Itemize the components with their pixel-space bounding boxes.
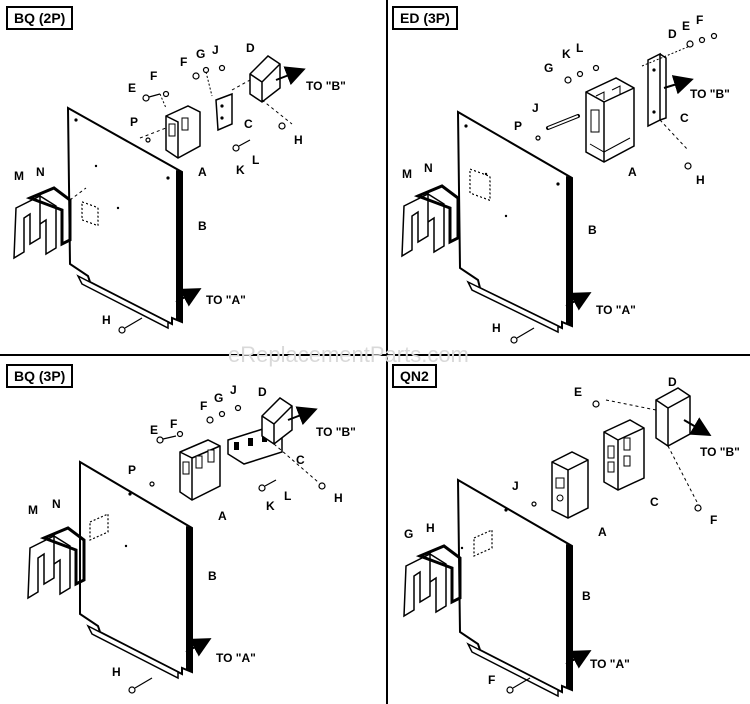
label-l: L: [576, 41, 583, 55]
breaker-a: [551, 451, 589, 519]
label-h: H: [426, 521, 435, 535]
label-f: F: [150, 69, 157, 83]
insulator-h: [415, 544, 462, 605]
label-h: H: [112, 665, 121, 679]
panel-b: [66, 106, 183, 326]
label-f: F: [696, 13, 703, 27]
label-a: A: [218, 509, 227, 523]
bracket-c: [647, 52, 661, 128]
label-e: E: [150, 423, 158, 437]
label-l: L: [284, 489, 291, 503]
to-b-label: TO "B": [316, 425, 356, 439]
to-a-label: TO "A": [216, 651, 256, 665]
label-j: J: [230, 383, 237, 397]
bracket-g: [403, 552, 431, 618]
label-k: K: [562, 47, 571, 61]
to-a-label: TO "A": [206, 293, 246, 307]
label-j: J: [532, 101, 539, 115]
quadrant-bq-2p: A B C D E F F G J K L H H M N P TO "A" T…: [13, 41, 346, 334]
label-h: H: [294, 133, 303, 147]
bracket-m: [27, 534, 55, 600]
quadrant-title-bq-3p: BQ (3P): [6, 364, 74, 388]
quadrant-title-bq-2p: BQ (2P): [6, 6, 74, 30]
to-a-label: TO "A": [596, 303, 636, 317]
panel-b: [456, 110, 573, 330]
label-f: F: [200, 399, 207, 413]
label-c: C: [680, 111, 689, 125]
label-g: G: [404, 527, 413, 541]
label-c: C: [650, 495, 659, 509]
label-p: P: [128, 463, 136, 477]
label-d: D: [258, 385, 267, 399]
label-h: H: [334, 491, 343, 505]
label-k: K: [236, 163, 245, 177]
label-k: K: [266, 499, 275, 513]
breaker-a: [179, 439, 221, 501]
label-m: M: [402, 167, 412, 181]
breaker-a: [165, 105, 201, 159]
label-f: F: [170, 417, 177, 431]
label-m: M: [28, 503, 38, 517]
quadrant-qn2: A B C D E F F J G H TO "A" TO "B": [403, 375, 740, 698]
to-b-label: TO "B": [700, 445, 740, 459]
label-f: F: [488, 673, 495, 687]
quadrant-bq-3p: A B C D E F F G J K L H H M N P TO "A" T…: [27, 383, 356, 694]
label-n: N: [424, 161, 433, 175]
label-l: L: [252, 153, 259, 167]
label-d: D: [668, 375, 677, 389]
label-c: C: [244, 117, 253, 131]
label-g: G: [544, 61, 553, 75]
label-d: D: [668, 27, 677, 41]
to-b-label: TO "B": [690, 87, 730, 101]
panel-b: [79, 460, 193, 676]
insulator-n: [25, 186, 72, 247]
label-c: C: [296, 453, 305, 467]
label-e: E: [682, 19, 690, 33]
to-b-label: TO "B": [306, 79, 346, 93]
label-f: F: [710, 513, 717, 527]
label-j: J: [212, 43, 219, 57]
label-p: P: [514, 119, 522, 133]
label-h: H: [492, 321, 501, 335]
label-n: N: [52, 497, 61, 511]
label-b: B: [208, 569, 217, 583]
label-g: G: [196, 47, 205, 61]
label-a: A: [598, 525, 607, 539]
label-e: E: [574, 385, 582, 399]
bracket-c: [215, 92, 233, 132]
label-a: A: [198, 165, 207, 179]
label-m: M: [14, 169, 24, 183]
insulator-n: [39, 526, 86, 587]
breaker-a: [585, 77, 635, 163]
watermark: eReplacementParts.com: [228, 342, 469, 367]
horizontal-divider: [0, 354, 750, 356]
bracket-c: [603, 419, 645, 491]
label-d: D: [246, 41, 255, 55]
label-a: A: [628, 165, 637, 179]
quadrant-title-ed-3p: ED (3P): [392, 6, 458, 30]
cover-d: [655, 387, 691, 447]
vertical-divider: [386, 0, 388, 704]
quadrant-ed-3p: A B C D E F G K L J P H H M N TO "A" TO …: [401, 13, 730, 344]
quadrant-title-qn2: QN2: [392, 364, 437, 388]
label-b: B: [588, 223, 597, 237]
bracket-m: [13, 194, 41, 260]
label-h: H: [696, 173, 705, 187]
label-h: H: [102, 313, 111, 327]
label-j: J: [512, 479, 519, 493]
label-b: B: [198, 219, 207, 233]
label-e: E: [128, 81, 136, 95]
insulator-n: [413, 184, 460, 245]
label-p: P: [130, 115, 138, 129]
bracket-m: [401, 192, 429, 258]
label-f: F: [180, 55, 187, 69]
label-n: N: [36, 165, 45, 179]
label-g: G: [214, 391, 223, 405]
label-b: B: [582, 589, 591, 603]
to-a-label: TO "A": [590, 657, 630, 671]
